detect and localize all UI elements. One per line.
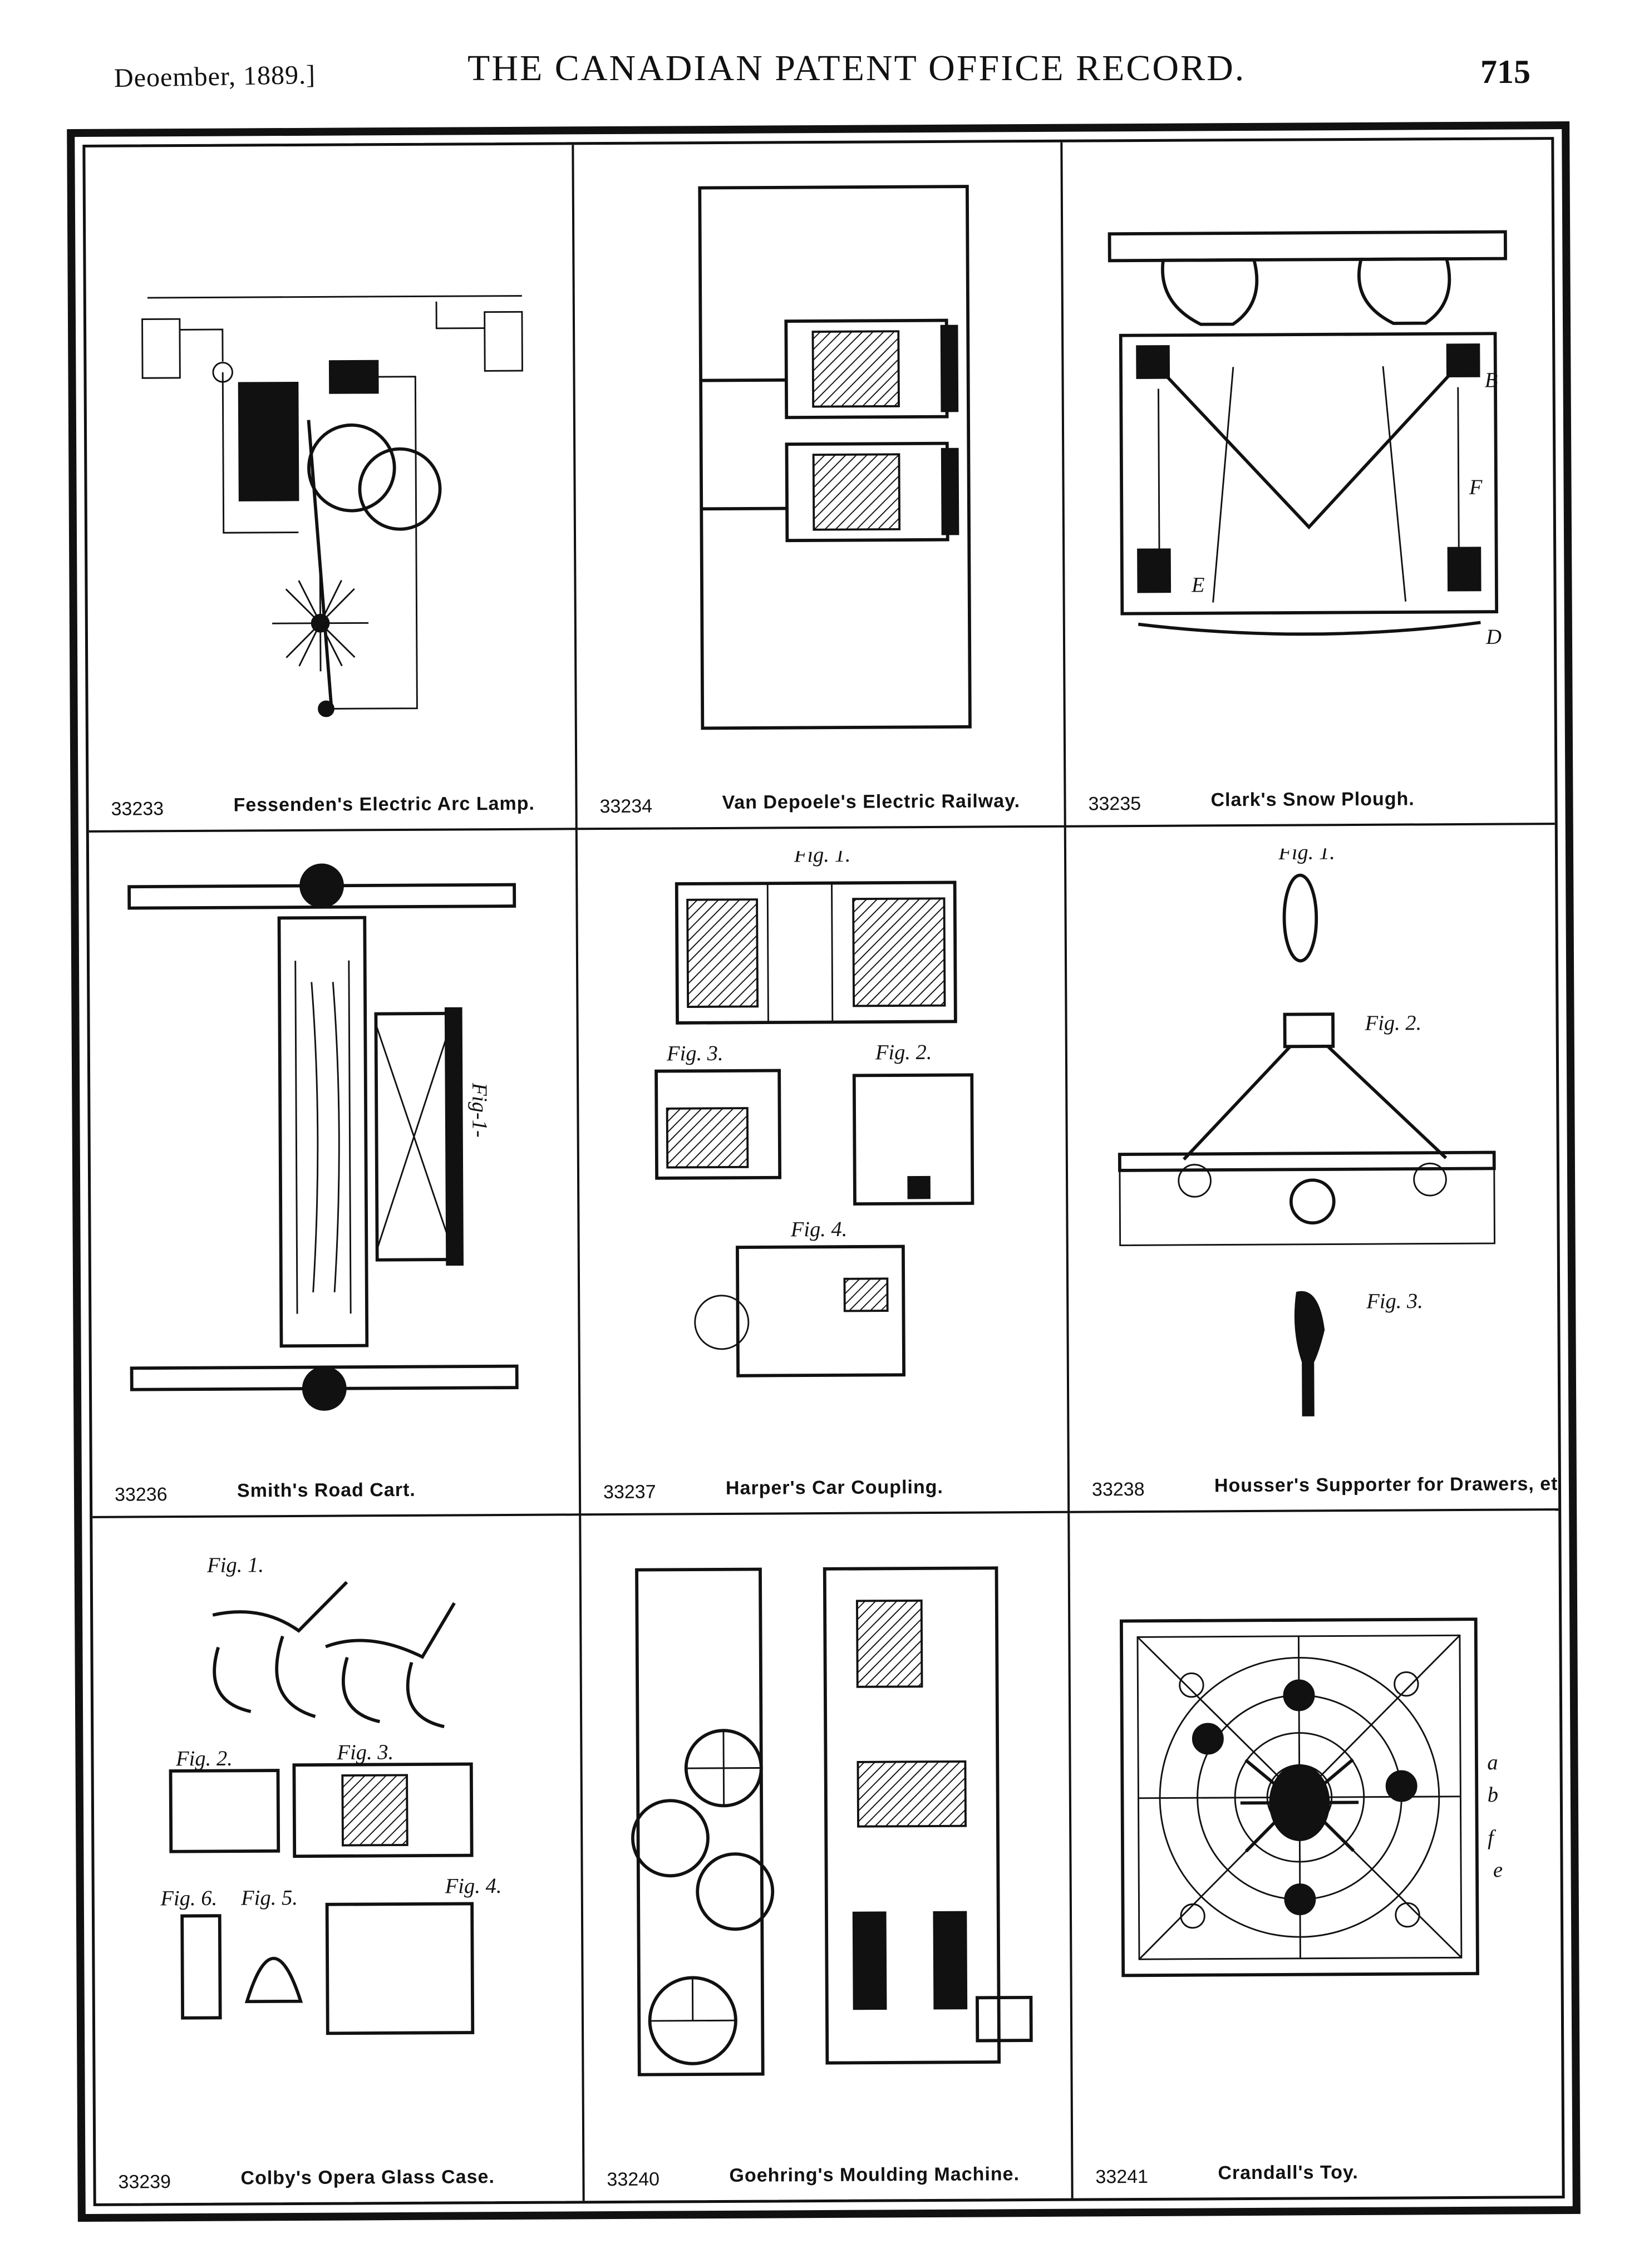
caption-33241: 33241 Crandall's Toy. xyxy=(1090,2152,1551,2188)
label-fig-2: Fig. 2. xyxy=(1365,1012,1422,1036)
car-coupling-drawing: Fig. 1. Fig. 3. Fig. 2. Fig. 4. xyxy=(654,850,974,1378)
spider-icon xyxy=(1240,1758,1359,1853)
label-fig-1-upright: Fig-1- xyxy=(467,1083,491,1138)
road-cart-drawing: Fig-1- xyxy=(127,863,519,1411)
label-fig-4: Fig. 4. xyxy=(790,1218,848,1242)
label-f: f xyxy=(1488,1826,1497,1849)
patent-cell-33233: 33233 Fessenden's Electric Arc Lamp. xyxy=(85,145,578,833)
patent-cell-33238: Fig. 1. Fig. 2. Fig. 3. 33238 Housser's … xyxy=(1066,825,1559,1513)
patent-number: 33239 xyxy=(118,2171,171,2193)
patent-cell-33241: a b f e 33241 Crandall's Toy. xyxy=(1070,1511,1562,2198)
patent-cell-33237: Fig. 1. Fig. 3. Fig. 2. Fig. 4. xyxy=(577,828,1070,1516)
label-b: b xyxy=(1488,1783,1499,1807)
patent-number: 33233 xyxy=(111,798,164,820)
caption-33234: 33234 Van Depoele's Electric Railway. xyxy=(594,782,1052,818)
arc-spark-icon xyxy=(272,575,369,672)
opera-glass-case-drawing: Fig. 1. Fig. 2. Fig. 3. Fig. 6. Fig. 5. … xyxy=(160,1553,502,2035)
patent-title: Colby's Opera Glass Case. xyxy=(240,2166,495,2189)
patent-title: Clark's Snow Plough. xyxy=(1210,788,1415,811)
patent-title: Harper's Car Coupling. xyxy=(725,1476,943,1499)
patent-number: 33235 xyxy=(1088,793,1141,815)
label-fig-4: Fig. 4. xyxy=(445,1875,502,1898)
patent-grid: 33233 Fessenden's Electric Arc Lamp. xyxy=(85,140,1562,2203)
patent-cell-33234: 33234 Van Depoele's Electric Railway. xyxy=(574,142,1066,830)
patent-title: Goehring's Moulding Machine. xyxy=(729,2163,1020,2186)
patent-cell-33239: Fig. 1. Fig. 2. Fig. 3. Fig. 6. Fig. 5. … xyxy=(92,1515,585,2203)
crandall-toy-drawing: a b f e xyxy=(1119,1617,1503,1977)
moulding-machine-drawing xyxy=(631,1566,1033,2077)
label-fig-5: Fig. 5. xyxy=(240,1886,298,1910)
label-F: F xyxy=(1469,476,1483,499)
label-E: E xyxy=(1191,573,1205,597)
label-fig-1: Fig. 1. xyxy=(794,850,851,867)
patent-cell-33240: 33240 Goehring's Moulding Machine. xyxy=(581,1513,1074,2201)
electric-railway-drawing xyxy=(698,185,972,730)
label-fig-3: Fig. 3. xyxy=(336,1740,393,1764)
page-header: Deoember, 1889.] THE CANADIAN PATENT OFF… xyxy=(0,0,1644,145)
patent-plate-frame: 33233 Fessenden's Electric Arc Lamp. xyxy=(67,121,1581,2222)
caption-33237: 33237 Harper's Car Coupling. xyxy=(598,1467,1056,1503)
label-a: a xyxy=(1487,1751,1498,1774)
patent-plate-inner-border: 33233 Fessenden's Electric Arc Lamp. xyxy=(82,137,1565,2206)
patent-title: Van Depoele's Electric Railway. xyxy=(722,790,1021,814)
patent-number: 33237 xyxy=(603,1481,656,1503)
drawers-supporter-drawing: Fig. 1. Fig. 2. Fig. 3. xyxy=(1118,848,1496,1417)
patent-number: 33234 xyxy=(599,795,653,818)
label-fig-3: Fig. 3. xyxy=(666,1042,723,1066)
patent-title: Housser's Supporter for Drawers, etc. xyxy=(1214,1473,1559,1496)
caption-33238: 33238 Housser's Supporter for Drawers, e… xyxy=(1086,1465,1558,1500)
caption-33233: 33233 Fessenden's Electric Arc Lamp. xyxy=(105,785,564,820)
patent-number: 33241 xyxy=(1095,2166,1149,2188)
issue-date: Deoember, 1889.] xyxy=(114,60,316,94)
patent-cell-33235: B D E F 33235 Clark's Snow Plough. xyxy=(1062,140,1555,828)
patent-cell-33236: Fig-1- 33236 Smith's Road Cart. xyxy=(88,830,582,1518)
label-B: B xyxy=(1485,368,1498,392)
label-fig-2: Fig. 2. xyxy=(875,1041,932,1065)
caption-33236: 33236 Smith's Road Cart. xyxy=(109,1470,568,1506)
label-fig-6: Fig. 6. xyxy=(160,1886,217,1910)
arc-lamp-drawing xyxy=(141,295,523,717)
label-e: e xyxy=(1493,1858,1503,1882)
patent-number: 33240 xyxy=(607,2168,660,2191)
snow-plough-drawing: B D E F xyxy=(1108,230,1507,649)
caption-33235: 33235 Clark's Snow Plough. xyxy=(1082,780,1543,815)
label-fig-1: Fig. 1. xyxy=(206,1553,264,1577)
patent-title: Crandall's Toy. xyxy=(1218,2161,1358,2184)
patent-title: Fessenden's Electric Arc Lamp. xyxy=(233,793,535,816)
label-D: D xyxy=(1485,626,1502,649)
label-fig-2: Fig. 2. xyxy=(175,1746,233,1770)
label-fig-3: Fig. 3. xyxy=(1366,1290,1423,1313)
caption-33239: 33239 Colby's Opera Glass Case. xyxy=(112,2157,571,2193)
patent-number: 33236 xyxy=(114,1483,168,1506)
caption-33240: 33240 Goehring's Moulding Machine. xyxy=(601,2155,1060,2191)
patent-number: 33238 xyxy=(1091,1478,1145,1500)
page-number: 715 xyxy=(1480,53,1530,90)
publication-title: THE CANADIAN PATENT OFFICE RECORD. xyxy=(467,48,1246,88)
patent-title: Smith's Road Cart. xyxy=(237,1479,416,1502)
label-fig-1: Fig. 1. xyxy=(1278,848,1335,865)
